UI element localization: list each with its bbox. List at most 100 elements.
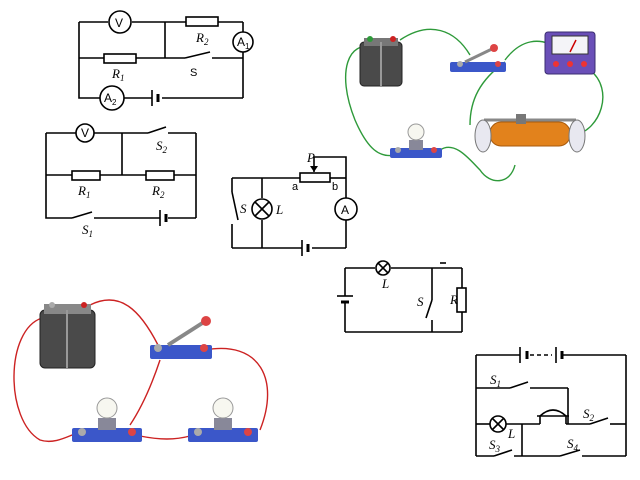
l-label: L bbox=[381, 276, 389, 291]
terminal bbox=[495, 61, 501, 67]
voltmeter-symbol bbox=[75, 123, 95, 143]
red-wire bbox=[139, 435, 191, 440]
terminal bbox=[154, 344, 162, 352]
terminal bbox=[431, 147, 437, 153]
circuit-diagram-3: P a b S L A bbox=[231, 150, 358, 256]
switch-handle bbox=[490, 44, 498, 52]
resistor-r bbox=[456, 287, 467, 313]
ammeter-a1-symbol bbox=[232, 31, 254, 53]
meter-needle bbox=[569, 39, 577, 53]
terminal bbox=[395, 147, 401, 153]
switch-s1 bbox=[509, 381, 529, 389]
svg-text:R2: R2 bbox=[151, 183, 165, 200]
s2-subscript: 2 bbox=[590, 413, 595, 423]
s3-subscript: 3 bbox=[495, 444, 501, 454]
r2-label: R bbox=[151, 183, 160, 198]
lamp-socket bbox=[409, 140, 423, 150]
wire bbox=[45, 133, 72, 219]
svg-text:S3: S3 bbox=[489, 437, 501, 454]
switch-handle bbox=[201, 316, 211, 326]
lamp-cross bbox=[491, 417, 505, 431]
battery-terminal bbox=[390, 36, 396, 42]
l-label: L bbox=[275, 202, 283, 217]
switch-s4 bbox=[559, 449, 581, 457]
terminal bbox=[128, 428, 136, 436]
a1-subscript: 1 bbox=[245, 42, 250, 51]
a1-label: A bbox=[237, 35, 245, 49]
switch-s2 bbox=[147, 126, 167, 134]
s-label: S bbox=[240, 201, 247, 216]
battery-terminal bbox=[81, 302, 87, 308]
switch-base-icon bbox=[150, 345, 212, 359]
svg-text:S4: S4 bbox=[567, 436, 579, 453]
battery-terminal bbox=[367, 36, 373, 42]
lamp-socket bbox=[214, 418, 232, 430]
resistor-r1 bbox=[71, 170, 101, 181]
red-wire bbox=[89, 299, 159, 346]
lamp-base-icon bbox=[390, 148, 442, 158]
svg-text:S2: S2 bbox=[156, 138, 168, 155]
voltmeter-label: V bbox=[81, 126, 89, 140]
svg-text:R2: R2 bbox=[195, 30, 209, 47]
l-label: L bbox=[507, 426, 515, 441]
s3-label: S bbox=[489, 437, 496, 452]
bell-symbol bbox=[539, 409, 567, 424]
terminal bbox=[581, 61, 587, 67]
svg-text:R1: R1 bbox=[111, 66, 124, 83]
r-label: R bbox=[449, 292, 458, 307]
green-wire bbox=[399, 28, 471, 56]
ammeter-label: A bbox=[341, 203, 349, 217]
circuit-diagram-4: L S R bbox=[337, 260, 467, 333]
light-bulb-icon bbox=[96, 397, 118, 419]
s2-label: S bbox=[583, 406, 590, 421]
svg-text:S2: S2 bbox=[583, 406, 595, 423]
svg-text:A2: A2 bbox=[104, 91, 117, 107]
s4-label: S bbox=[567, 436, 574, 451]
lamp-cross bbox=[377, 262, 389, 274]
rheostat-end-cap bbox=[568, 119, 586, 153]
resistor-r1 bbox=[103, 53, 137, 64]
s-label: S bbox=[417, 294, 424, 309]
switch-s2 bbox=[589, 417, 609, 425]
p-label: P bbox=[306, 150, 315, 165]
lamp-base-icon bbox=[188, 428, 258, 442]
apparatus-bottom-left bbox=[13, 299, 269, 442]
rheostat-end-cap bbox=[474, 119, 492, 153]
red-wire bbox=[129, 359, 161, 426]
a-label: a bbox=[292, 181, 299, 193]
voltmeter-label: V bbox=[115, 16, 123, 30]
circuit-diagram-1: V R2 A1 R1 S A2 bbox=[78, 10, 254, 111]
lamp-socket bbox=[98, 418, 116, 430]
apparatus-top-right bbox=[345, 28, 604, 182]
terminal bbox=[553, 61, 559, 67]
green-wire bbox=[345, 46, 396, 157]
s1-label: S bbox=[490, 372, 497, 387]
r1-subscript: 1 bbox=[86, 190, 91, 200]
r2-subscript: 2 bbox=[204, 37, 209, 47]
switch-s bbox=[425, 299, 433, 319]
r1-label: R bbox=[111, 66, 120, 81]
r2-subscript: 2 bbox=[160, 190, 165, 200]
terminal bbox=[194, 428, 202, 436]
battery-terminal bbox=[49, 302, 55, 308]
terminal bbox=[244, 428, 252, 436]
red-wire bbox=[13, 317, 81, 442]
r1-subscript: 1 bbox=[120, 73, 125, 83]
s2-subscript: 2 bbox=[163, 145, 168, 155]
switch-s3 bbox=[493, 449, 513, 457]
terminal bbox=[78, 428, 86, 436]
switch-s bbox=[184, 51, 211, 59]
svg-text:S1: S1 bbox=[490, 372, 501, 389]
rheostat-slider bbox=[516, 114, 526, 124]
light-bulb-icon bbox=[212, 397, 234, 419]
rheostat-coil-icon bbox=[489, 121, 571, 147]
ammeter-symbol bbox=[334, 197, 358, 221]
lamp-l-symbol bbox=[375, 260, 391, 276]
wire bbox=[78, 22, 100, 99]
s1-label: S bbox=[82, 222, 89, 237]
lamp-cross bbox=[254, 201, 270, 217]
lamp-base-icon bbox=[72, 428, 142, 442]
a2-subscript: 2 bbox=[112, 98, 117, 107]
rheostat-body bbox=[299, 172, 331, 183]
